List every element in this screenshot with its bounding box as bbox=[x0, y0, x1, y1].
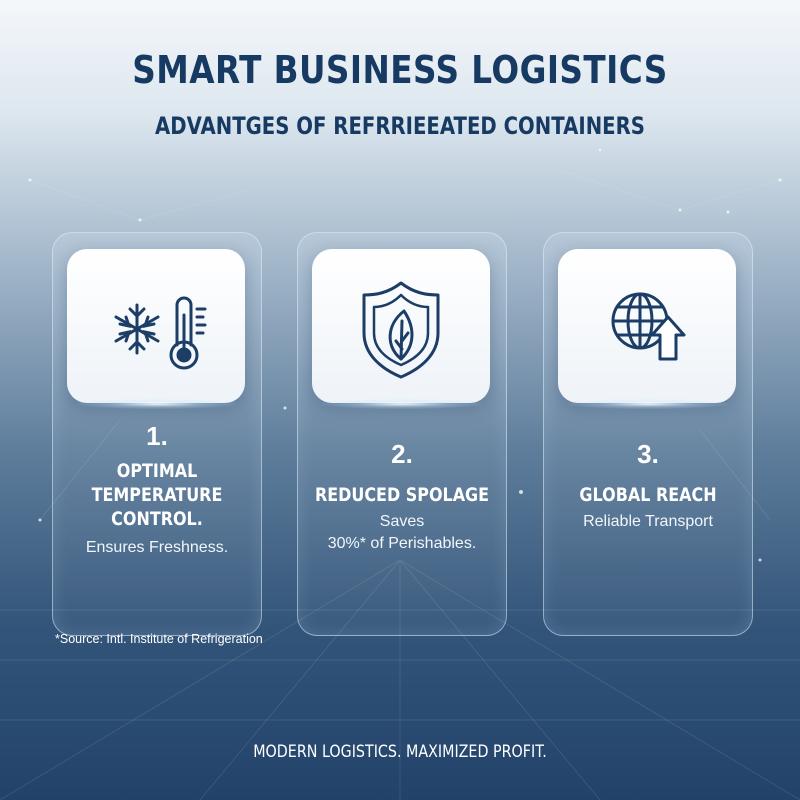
card-number: 3. bbox=[637, 439, 659, 469]
icon-tile bbox=[67, 249, 245, 403]
icon-tile bbox=[558, 249, 736, 403]
source-footnote: *Source: Intl. Institute of Refrigeratio… bbox=[55, 632, 263, 646]
card-description: Reliable Transport bbox=[583, 513, 713, 530]
tile-glow bbox=[568, 399, 728, 409]
shield-leaf-icon bbox=[362, 281, 440, 379]
thermometer-icon bbox=[169, 296, 207, 370]
card-number: 2. bbox=[391, 439, 413, 469]
icon-tile bbox=[312, 249, 490, 403]
footer-tagline: MODERN LOGISTICS. MAXIMIZED PROFIT. bbox=[253, 742, 547, 762]
tile-glow bbox=[322, 399, 482, 409]
card-heading: GLOBAL REACH bbox=[579, 484, 717, 506]
benefit-card-spoilage: 2. REDUCED SPOLAGE Saves 30%* of Perisha… bbox=[297, 232, 507, 636]
snowflake-icon bbox=[114, 303, 160, 355]
up-arrow-icon bbox=[650, 315, 686, 361]
benefit-card-global-reach: 3. GLOBAL REACH Reliable Transport bbox=[543, 232, 753, 636]
card-heading: OPTIMAL TEMPERATURE CONTROL. bbox=[91, 460, 223, 530]
benefit-card-temperature: 1. OPTIMAL TEMPERATURE CONTROL. Ensures … bbox=[52, 232, 262, 636]
tile-glow bbox=[77, 399, 237, 409]
card-description: Ensures Freshness. bbox=[85, 539, 229, 556]
card-description: Saves 30%* of Perishables. bbox=[327, 513, 477, 552]
card-number: 1. bbox=[146, 421, 168, 451]
card-heading: REDUCED SPOLAGE bbox=[314, 484, 490, 506]
page-subtitle: ADVANTGES OF REFRRIEEATED CONTAINERS bbox=[155, 112, 645, 140]
page-title: SMART BUSINESS LOGISTICS bbox=[132, 48, 668, 92]
